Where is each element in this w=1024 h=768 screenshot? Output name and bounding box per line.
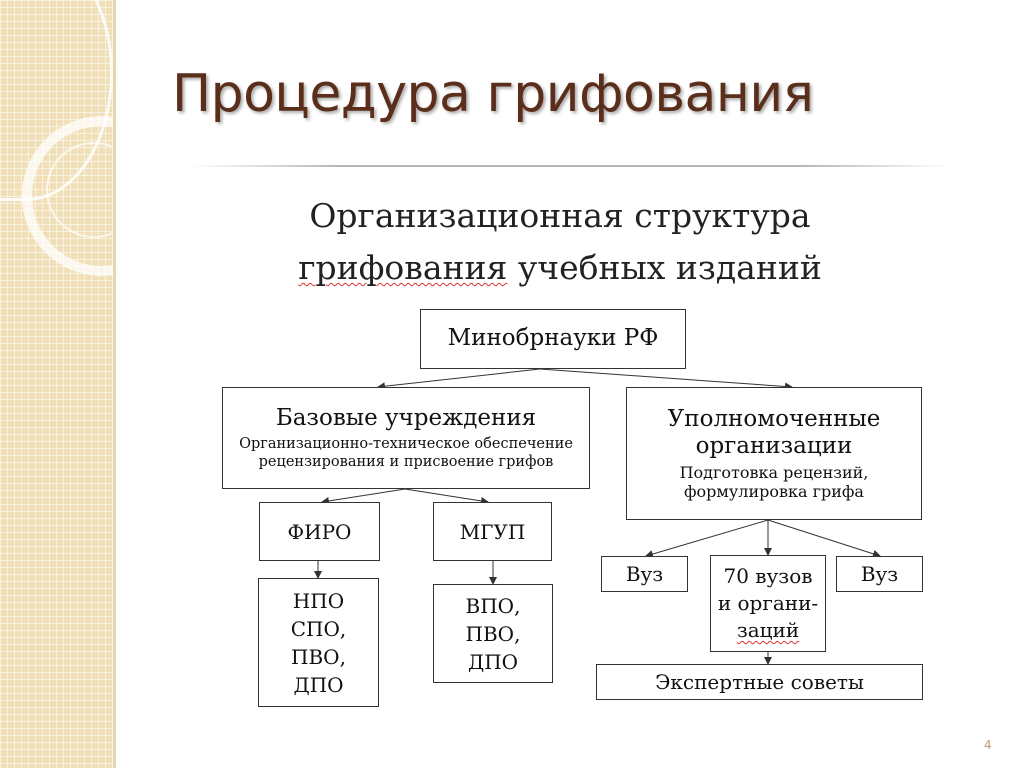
decorative-side-panel xyxy=(0,0,113,768)
vuz-left-box: Вуз xyxy=(601,556,688,592)
authorized-orgs-title-line1: Уполномоченные xyxy=(667,405,881,432)
base-institutions-title: Базовые учреждения xyxy=(275,404,537,431)
mgup-level-item: ПВО, xyxy=(465,621,521,646)
authorized-orgs-desc-line2: формулировка грифа xyxy=(684,482,864,502)
base-institutions-box: Базовые учреждения Организационно-технич… xyxy=(222,387,590,489)
firo-box: ФИРО xyxy=(259,502,380,561)
vuz-left-label: Вуз xyxy=(625,562,664,586)
arrow-authorized-to-vuz-right xyxy=(767,519,881,558)
ministry-label: Минобрнауки РФ xyxy=(447,325,659,352)
firo-label: ФИРО xyxy=(287,519,352,544)
arrow-base-to-mgup xyxy=(404,488,489,505)
vuz-right-box: Вуз xyxy=(836,556,923,592)
firo-levels-box: НПО СПО, ПВО, ДПО xyxy=(258,578,379,707)
diagram-heading-word-grifovaniya: грифования xyxy=(298,248,508,287)
arrow-base-to-firo xyxy=(321,488,406,505)
expert-councils-box: Экспертные советы xyxy=(596,664,923,700)
diagram-heading-line2: грифования учебных изданий xyxy=(230,248,890,287)
diagram-heading-rest: учебных изданий xyxy=(507,248,822,287)
mgup-box: МГУП xyxy=(433,502,552,561)
firo-level-item: ДПО xyxy=(293,672,344,697)
side-panel-edge xyxy=(113,0,116,768)
authorized-orgs-box: Уполномоченные организации Подготовка ре… xyxy=(626,387,922,520)
mgup-levels-box: ВПО, ПВО, ДПО xyxy=(433,584,553,683)
base-institutions-desc-line1: Организационно-техническое обеспечение xyxy=(239,436,573,453)
arrow-root-to-base xyxy=(377,368,541,391)
expert-councils-label: Экспертные советы xyxy=(655,670,864,694)
authorized-orgs-desc-line1: Подготовка рецензий, xyxy=(679,462,869,482)
slide-number: 4 xyxy=(984,738,992,752)
universities-orgs-box: 70 вузов и органи- заций xyxy=(710,555,826,652)
mgup-level-item: ВПО, xyxy=(465,593,521,618)
title-divider xyxy=(190,165,950,167)
ministry-box: Минобрнауки РФ xyxy=(420,309,686,369)
firo-level-item: НПО xyxy=(292,588,345,613)
universities-orgs-line2: и органи- xyxy=(717,591,819,615)
diagram-heading-line1: Организационная структура xyxy=(309,196,811,235)
base-institutions-desc-line2: рецензирования и присвоение грифов xyxy=(258,453,554,470)
mgup-level-item: ДПО xyxy=(467,649,519,674)
firo-level-item: СПО, xyxy=(290,616,347,641)
vuz-right-label: Вуз xyxy=(860,562,899,586)
arrow-authorized-to-vuz-left xyxy=(645,519,769,558)
slide-title: Процедура грифования xyxy=(172,64,814,124)
universities-orgs-line1: 70 вузов xyxy=(723,564,813,588)
authorized-orgs-title-line2: организации xyxy=(695,433,853,460)
mgup-label: МГУП xyxy=(459,519,526,544)
firo-level-item: ПВО, xyxy=(291,644,346,669)
universities-orgs-line3: заций xyxy=(736,618,800,642)
arrow-root-to-authorized xyxy=(539,368,793,391)
